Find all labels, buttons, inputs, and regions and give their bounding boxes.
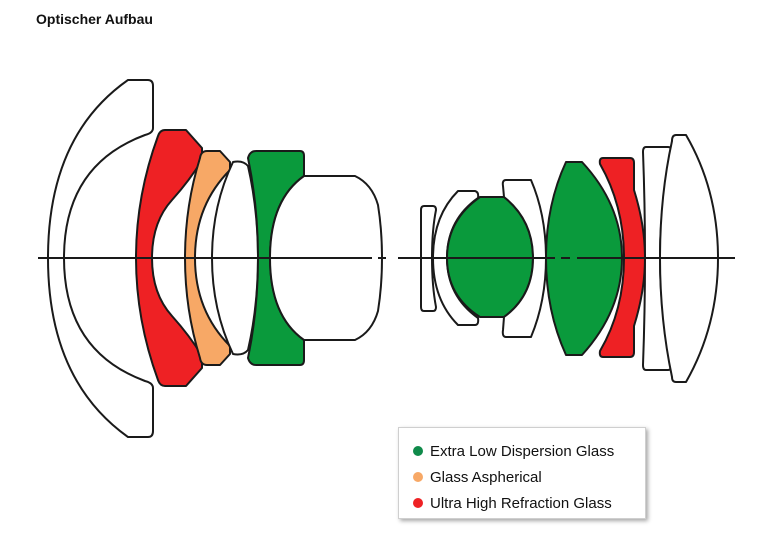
orange-dot-icon <box>413 472 423 482</box>
legend-label: Ultra High Refraction Glass <box>430 494 612 512</box>
red-dot-icon <box>413 498 423 508</box>
lens-element-2-uhr <box>135 129 203 387</box>
lens-element-12-uhr <box>598 157 646 358</box>
legend-item-aspherical: Glass Aspherical <box>413 464 645 490</box>
green-dot-icon <box>413 446 423 456</box>
diagram-title: Optischer Aufbau <box>36 11 153 27</box>
legend-item-ed-glass: Extra Low Dispersion Glass <box>413 438 645 464</box>
legend-item-uhr-glass: Ultra High Refraction Glass <box>413 490 645 516</box>
legend-label: Extra Low Dispersion Glass <box>430 442 615 460</box>
legend: Extra Low Dispersion Glass Glass Aspheri… <box>398 427 646 519</box>
lens-element-3-aspherical <box>184 150 231 366</box>
legend-label: Glass Aspherical <box>430 468 542 486</box>
